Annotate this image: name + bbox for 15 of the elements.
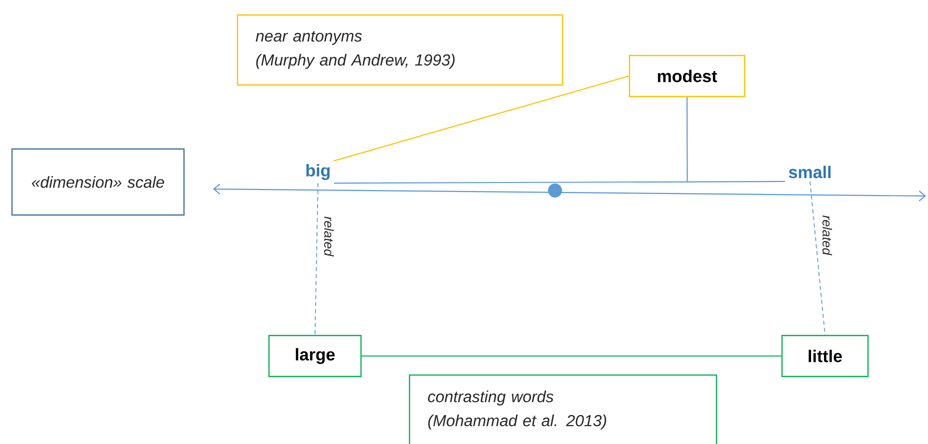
word-box: little xyxy=(781,334,869,378)
scale-word: big xyxy=(306,164,330,180)
connector-line xyxy=(362,355,782,357)
word-box: large xyxy=(268,334,362,378)
dashed-line xyxy=(314,182,318,336)
scale-word: small xyxy=(788,166,831,178)
word-box: modest xyxy=(628,54,746,98)
note-box: near antonyms (Murphy and Andrew, 1993) xyxy=(236,14,564,86)
dashed-line xyxy=(810,181,826,336)
bracket-line xyxy=(333,96,786,184)
note-box: contrasting words (Mohammad et al. 2013) xyxy=(408,374,718,444)
edge-label: related xyxy=(822,216,832,256)
scale-box: «dimension» scale xyxy=(11,148,185,216)
edge-label: related xyxy=(324,216,334,256)
connector-line xyxy=(334,75,630,162)
